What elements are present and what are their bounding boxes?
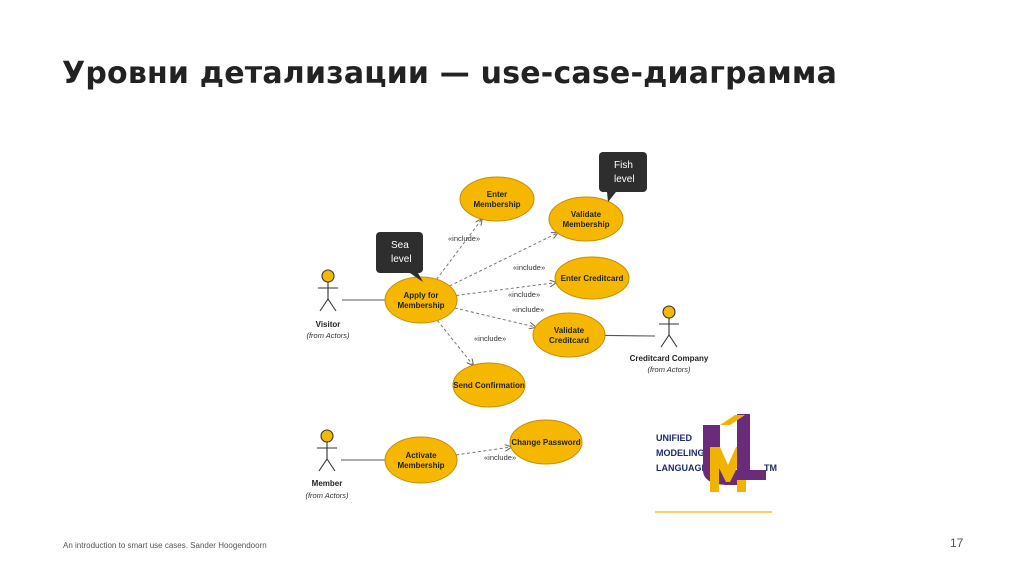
callouts-layer: Sea level Fish level (376, 152, 647, 282)
include-label: «include» (474, 334, 506, 343)
usecase-ellipse (554, 256, 630, 300)
page-number: 17 (950, 536, 964, 550)
stick-figure-icon (317, 429, 337, 472)
usecase-label: Membership (397, 301, 444, 310)
include-label: «include» (513, 263, 545, 272)
usecase-label: Membership (397, 461, 444, 470)
usecase-label: Send Confirmation (453, 381, 525, 390)
actor-creditcard-company: Creditcard Company (from Actors) (630, 305, 709, 374)
uml-logo-text: UNIFIED MODELING LANGUAGE (656, 433, 708, 473)
actor-name: Member (312, 479, 343, 488)
actor-member: Member (from Actors) (305, 429, 349, 500)
footer-note: An introduction to smart use cases. Sand… (63, 541, 267, 550)
usecase-label: Enter (487, 190, 507, 199)
usecase-ellipse (532, 312, 606, 358)
include-arrow (436, 320, 473, 365)
association-line (604, 334, 656, 337)
actor-visitor: Visitor (from Actors) (306, 269, 350, 340)
usecase-label: Enter Creditcard (561, 274, 624, 283)
callout-text: Sea (391, 240, 409, 251)
usecase-label: Apply for (403, 291, 438, 300)
uml-logo-icon (703, 414, 766, 492)
actor-name: Visitor (316, 320, 341, 329)
usecase-label: Validate (554, 326, 585, 335)
stick-figure-icon (318, 269, 338, 312)
usecase-label: Creditcard (549, 336, 589, 345)
actor-name: Creditcard Company (630, 354, 709, 363)
svg-text:UNIFIED: UNIFIED (656, 433, 693, 443)
usecase-send-confirmation: Send Confirmation (452, 362, 526, 408)
actor-package: (from Actors) (647, 365, 691, 374)
include-arrow (436, 219, 482, 280)
slide-title: Уровни детализации — use-case-диаграмма (62, 56, 838, 91)
uml-logo: UNIFIED MODELING LANGUAGE TM (655, 414, 777, 513)
callout-text: Fish (614, 160, 633, 171)
usecase-label: Change Password (511, 438, 580, 447)
callout-fish-level: Fish level (599, 152, 647, 202)
usecase-change-password: Change Password (509, 419, 583, 465)
callout-text: level (614, 174, 635, 185)
usecase-ellipse (548, 196, 624, 242)
usecase-label: Membership (473, 200, 520, 209)
callout-text: level (391, 254, 412, 265)
include-label: «include» (508, 290, 540, 299)
trademark-mark: TM (764, 463, 777, 473)
svg-text:LANGUAGE: LANGUAGE (656, 463, 708, 473)
svg-text:MODELING: MODELING (656, 448, 705, 458)
relations-layer: «include» «include» «include» «include» «inc… (341, 219, 656, 462)
usecase-label: Membership (562, 220, 609, 229)
include-arrow (456, 447, 511, 456)
include-arrow (456, 283, 556, 296)
actors-layer: Visitor (from Actors) Creditcard Company (f… (305, 269, 709, 500)
stick-figure-icon (659, 305, 679, 348)
include-label: «include» (448, 234, 480, 243)
usecase-ellipse (459, 176, 535, 222)
usecase-enter-creditcard: Enter Creditcard (554, 256, 630, 300)
include-arrow (454, 307, 536, 327)
usecase-ellipse (452, 362, 526, 408)
usecase-ellipse (384, 276, 458, 324)
actor-package: (from Actors) (306, 331, 350, 340)
usecase-label: Activate (405, 451, 437, 460)
usecase-ellipse (384, 436, 458, 484)
include-label: «include» (512, 305, 544, 314)
include-label: «include» (484, 453, 516, 462)
callout-sea-level: Sea level (376, 232, 423, 282)
usecase-ellipse (509, 419, 583, 465)
actor-package: (from Actors) (305, 491, 349, 500)
include-arrow (449, 233, 558, 287)
usecase-label: Validate (571, 210, 602, 219)
